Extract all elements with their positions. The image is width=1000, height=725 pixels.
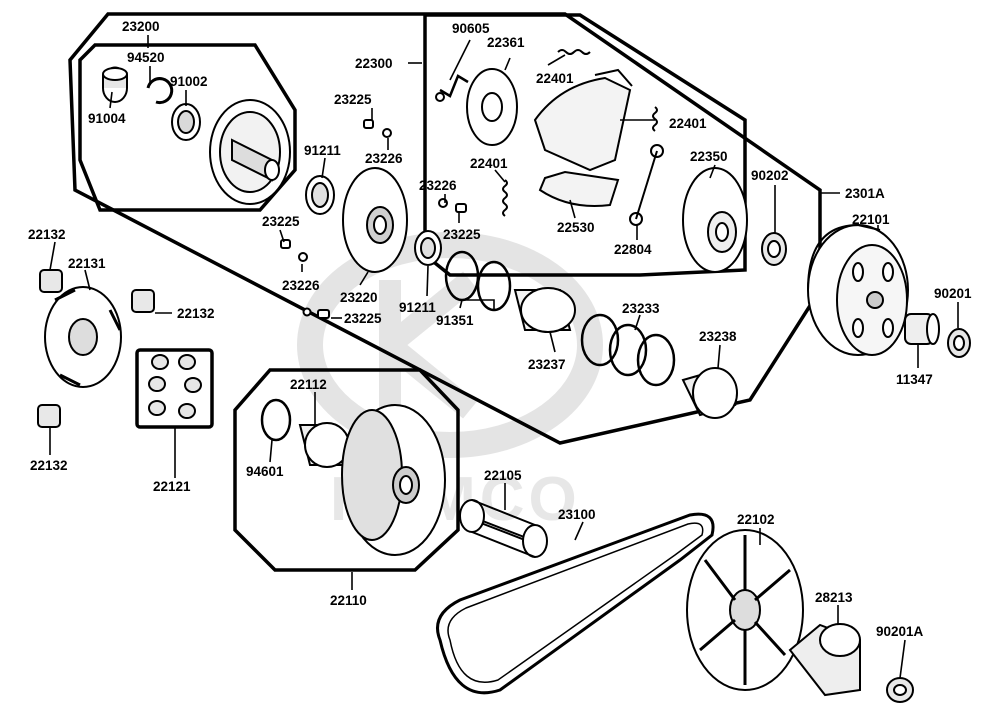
part-90202-nut (761, 232, 787, 266)
part-23200-driven-face (209, 99, 291, 205)
label-90201A: 90201A (876, 624, 924, 639)
label-22361: 22361 (487, 35, 525, 50)
part-22401-spring-a (557, 49, 591, 55)
part-23225-pin-d (302, 307, 330, 319)
part-22110-movable-face (341, 404, 446, 556)
label-22132-b: 22132 (177, 306, 215, 321)
label-22112: 22112 (290, 377, 327, 392)
part-22401-spring-c (502, 179, 508, 217)
label-22300: 22300 (355, 56, 393, 71)
label-94520: 94520 (127, 50, 165, 65)
label-22101: 22101 (852, 212, 890, 227)
part-91004-collar (102, 66, 128, 103)
leader-lines (49, 35, 959, 679)
part-90201A-nut (886, 677, 914, 703)
label-23238: 23238 (699, 329, 737, 344)
part-23100-drive-belt (436, 512, 715, 695)
label-22110: 22110 (330, 593, 367, 608)
part-23226-roller-a (382, 128, 392, 138)
part-22804-links (629, 144, 664, 226)
label-91211-a: 91211 (304, 143, 341, 158)
part-23220-sliding-sheave (342, 167, 408, 273)
label-90202: 90202 (751, 168, 789, 183)
part-94601-oring (260, 398, 292, 442)
part-22121-rollers (148, 354, 202, 419)
part-22105-sleeve (459, 499, 548, 558)
part-23226-roller-c (298, 252, 308, 262)
label-22804: 22804 (614, 242, 652, 257)
label-23226-a: 23226 (365, 151, 403, 166)
label-22132-a: 22132 (28, 227, 66, 242)
label-22530: 22530 (557, 220, 595, 235)
label-22132-c: 22132 (30, 458, 68, 473)
part-91211-seal-a (305, 175, 335, 215)
label-23226-b: 23226 (419, 178, 457, 193)
label-23225-c: 23225 (262, 214, 300, 229)
part-22132-slider-c (37, 404, 61, 428)
part-11347-collar (904, 313, 940, 345)
label-22401-a: 22401 (536, 71, 574, 86)
label-91004: 91004 (88, 111, 126, 126)
outline-22121-group (135, 348, 214, 429)
part-22361-plate (466, 68, 518, 146)
label-90605: 90605 (452, 21, 490, 36)
part-23225-pin-a (363, 119, 374, 129)
label-22401-c: 22401 (470, 156, 508, 171)
label-23220: 23220 (340, 290, 378, 305)
part-22112-sleeve (298, 422, 350, 468)
label-23226-c: 23226 (282, 278, 320, 293)
part-23238-cap (681, 367, 738, 419)
outline-22110-group (233, 368, 460, 572)
label-23200: 23200 (122, 19, 160, 34)
label-91351: 91351 (436, 313, 474, 328)
label-91211-b: 91211 (399, 300, 436, 315)
part-90201-nut (947, 328, 971, 358)
label-22131: 22131 (68, 256, 106, 271)
label-23225-b: 23225 (443, 227, 481, 242)
label-23225-a: 23225 (334, 92, 372, 107)
outline-23200-group (78, 43, 297, 212)
part-22131-ramp-plate (44, 286, 122, 388)
part-22132-slider-a (39, 269, 63, 293)
part-labels: 23200 94520 91002 91004 23225 23226 9121… (28, 19, 972, 639)
label-23237: 23237 (528, 357, 566, 372)
label-23233: 23233 (622, 301, 660, 316)
part-23225-pin-b (455, 203, 467, 213)
part-22101-clutch-bell (807, 223, 909, 356)
part-22132-slider-b (131, 289, 155, 313)
label-22102: 22102 (737, 512, 775, 527)
label-22121: 22121 (153, 479, 191, 494)
label-22105: 22105 (484, 468, 522, 483)
part-91002-bearing (171, 103, 201, 141)
label-23225-d: 23225 (344, 311, 382, 326)
label-22401-b: 22401 (669, 116, 707, 131)
label-28213: 28213 (815, 590, 853, 605)
label-90201: 90201 (934, 286, 972, 301)
label-23100: 23100 (558, 507, 596, 522)
part-22350-clutch-plate (682, 167, 748, 273)
part-90605-bolt (439, 74, 469, 98)
part-23233-spring (580, 313, 676, 387)
label-91002: 91002 (170, 74, 208, 89)
label-2301A: 2301A (845, 186, 885, 201)
label-11347: 11347 (896, 372, 933, 387)
part-23225-pin-c (280, 239, 291, 249)
part-23237-collar (513, 287, 576, 333)
part-28213-cup (788, 623, 861, 697)
part-22401-spring-b (652, 106, 658, 132)
part-94520-circlip (146, 77, 174, 105)
parts (37, 49, 971, 703)
part-91211-seal-b (414, 230, 442, 266)
label-22350: 22350 (690, 149, 728, 164)
part-22102-fan-drive-face (686, 529, 804, 691)
part-22530-clutch-shoes (533, 68, 633, 207)
outline-2301A-assembly (68, 12, 822, 445)
label-94601: 94601 (246, 464, 284, 479)
